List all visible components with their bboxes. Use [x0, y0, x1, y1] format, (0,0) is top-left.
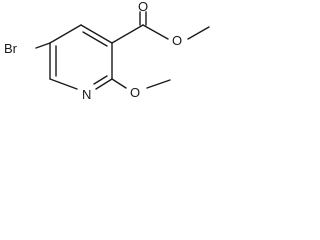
pyridine-ring	[49, 24, 113, 90]
carbonyl-oxygen-label: O	[138, 0, 148, 14]
chemical-structure-diagram: Br N O O O	[4, 0, 210, 102]
bond-c5-c4	[49, 24, 82, 44]
bond-c3-carbonyl	[111, 24, 144, 44]
bond-c2-n	[95, 78, 113, 90]
bond-methoxy-o-methyl	[146, 79, 171, 89]
bond-ester-o-methyl	[187, 26, 210, 40]
bond-c5-br	[35, 42, 51, 49]
bond-c4-c3	[80, 24, 113, 44]
bond-c2-methoxy-o	[111, 78, 127, 89]
ring-nitrogen-label: N	[82, 87, 91, 102]
bond-n-c6	[49, 78, 78, 90]
bromine-label: Br	[4, 41, 18, 56]
bond-carbonyl-ester-o	[142, 24, 169, 40]
methyl-ester-group	[111, 11, 210, 44]
ester-oxygen-label: O	[172, 33, 182, 48]
bond-c2-n-inner	[93, 75, 108, 85]
bond-c4-c3-inner	[82, 31, 108, 47]
methoxy-group	[111, 78, 171, 89]
methoxy-oxygen-label: O	[130, 85, 140, 100]
